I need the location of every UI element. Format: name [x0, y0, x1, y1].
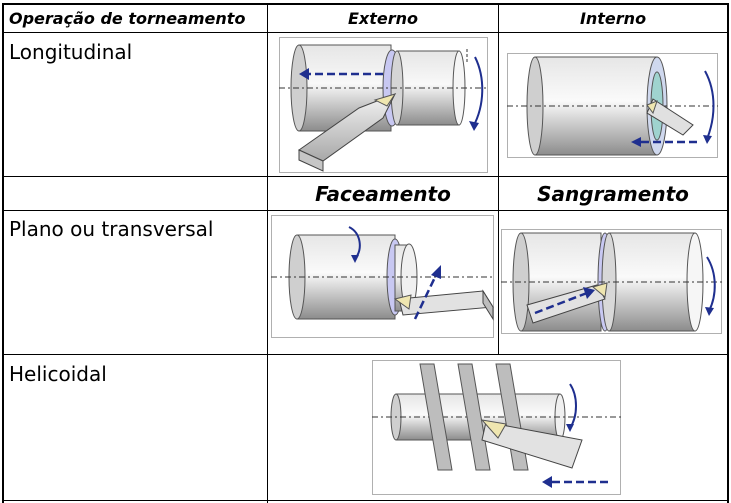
table-border-left — [2, 3, 4, 503]
header-operation: Operação de torneamento — [9, 9, 246, 28]
row-label-longitudinal: Longitudinal — [9, 40, 133, 64]
row-label-transversal: Plano ou transversal — [9, 217, 214, 241]
column-divider-1 — [267, 3, 268, 503]
longitudinal-internal-figure — [507, 53, 719, 159]
header-external: Externo — [347, 9, 419, 28]
header-internal: Interno — [579, 9, 647, 28]
row-divider-3 — [2, 210, 729, 211]
row-divider-4 — [2, 354, 729, 355]
row-label-helical: Helicoidal — [9, 362, 107, 386]
table-border-top — [2, 3, 729, 5]
facing-figure — [271, 215, 495, 339]
column-divider-2 — [498, 3, 499, 355]
row-divider-1 — [2, 32, 729, 33]
helical-figure — [372, 360, 622, 496]
parting-figure — [501, 229, 723, 335]
subheading-parting: Sangramento — [537, 182, 689, 206]
longitudinal-external-figure — [279, 37, 489, 173]
subheading-facing: Faceamento — [315, 182, 451, 206]
row-divider-5 — [2, 500, 729, 501]
table-border-right — [727, 3, 729, 503]
row-divider-2 — [2, 176, 729, 177]
